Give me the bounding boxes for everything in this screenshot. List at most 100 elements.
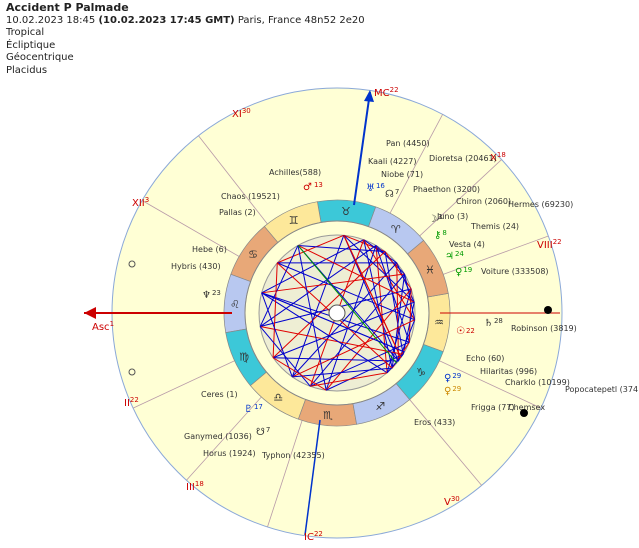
body-dioretsa: Dioretsa (20461)	[429, 154, 497, 163]
body-chiron: Chiron (2060)	[456, 197, 511, 206]
jupiter-glyph-icon: ♃24	[445, 250, 464, 262]
body-pallas: Pallas (2)	[219, 208, 256, 217]
aspect-line	[404, 273, 416, 320]
body-pan: Pan (4450)	[386, 139, 430, 148]
aspect-line	[292, 367, 393, 378]
chart-title: Accident P Palmade	[6, 1, 129, 14]
body-echo: Echo (60)	[466, 354, 504, 363]
zodiac-sign-glyph-icon: ♍	[239, 350, 249, 363]
asc-arrow-icon	[84, 307, 96, 319]
venus-glyph-icon: ♀19	[455, 266, 472, 278]
house-viii-label: VIII22	[537, 238, 562, 251]
zodiac-sign-glyph-icon: ♈	[391, 223, 401, 236]
zodiac-ring: ♒♓♈♉♊♋♌♍♎♏♐♑	[223, 199, 451, 427]
body-voiture: Voiture (333508)	[481, 267, 549, 276]
house-x-label: X18	[490, 151, 506, 164]
chiron-glyph-icon: ⚷8	[434, 229, 447, 241]
aspect-line	[363, 239, 393, 369]
house-cusp-line	[186, 396, 262, 481]
asc-label: Asc1	[92, 320, 114, 333]
aspect-line	[272, 301, 415, 359]
house-cusp-lines	[132, 114, 549, 528]
mars-glyph-icon: ♂13	[303, 181, 323, 193]
body-frigga: Frigga (77)	[471, 403, 515, 412]
mc-label: MC22	[374, 86, 399, 99]
house-cusp-line	[267, 420, 303, 528]
body-popocatepetl: Popocatepetl (374	[565, 385, 638, 394]
aspect-line	[261, 292, 293, 378]
coordinate-system: Écliptique	[6, 39, 56, 51]
aspect-line	[261, 292, 388, 374]
zodiac-sign-glyph-icon: ♉	[341, 205, 351, 218]
aspect-line	[297, 245, 415, 303]
body-horus: Horus (1924)	[203, 449, 256, 458]
chart-header: Accident P Palmade 10.02.2023 18:45 (10.…	[6, 1, 365, 77]
sun-glyph-icon: ☉22	[456, 326, 475, 337]
aspect-line	[297, 245, 327, 391]
aspect-line	[277, 234, 344, 264]
body-juno: Juno (3)	[436, 212, 468, 221]
aspect-line	[277, 262, 415, 321]
house-cusp-line	[443, 235, 549, 275]
aspect-line	[325, 245, 377, 391]
aspect-line	[384, 251, 404, 355]
centre-system: Géocentrique	[6, 52, 74, 63]
body-ganymed: Ganymed (1036)	[184, 432, 252, 441]
zodiac-sign-glyph-icon: ♌	[230, 298, 240, 311]
zodiac-sign-glyph-icon: ♑	[416, 366, 426, 379]
zodiac-sign-glyph-icon: ♓	[425, 264, 435, 277]
mercury-glyph-icon: ♀29	[444, 372, 461, 384]
moon-glyph-icon: ☽3	[428, 213, 442, 225]
aspect-line	[396, 262, 399, 362]
aspect-lines	[259, 234, 416, 391]
aspect-line	[386, 288, 412, 373]
aspect-line	[260, 326, 404, 355]
aspect-line	[309, 273, 405, 387]
body-hilaritas: Hilaritas (996)	[480, 367, 537, 376]
north-node-glyph-icon: ☊7	[385, 188, 399, 200]
mc-axis	[353, 91, 371, 206]
south-node-glyph-icon: ☋7	[256, 426, 270, 438]
mc-arrow-icon	[364, 90, 374, 102]
house-cusp-line	[132, 360, 235, 409]
house-cusp-line	[409, 399, 482, 486]
house-xi-label: XI30	[232, 107, 251, 120]
house-cusp-line	[198, 135, 268, 225]
house-cusp-line	[141, 200, 240, 257]
ic-axis	[304, 419, 321, 536]
house-iii-label: III18	[186, 480, 204, 493]
aspect-line	[259, 326, 311, 387]
cusp-marker-icon	[520, 409, 528, 417]
aspect-line	[272, 262, 278, 358]
aspect-line	[259, 245, 377, 327]
inner-sign-border	[244, 220, 430, 406]
aspect-line	[343, 235, 402, 358]
aspect-line	[273, 357, 399, 362]
neptune-glyph-icon: ♆23	[202, 289, 221, 301]
dsc-marker-icon	[544, 306, 552, 314]
body-hebe: Hebe (6)	[192, 245, 227, 254]
aspect-line	[291, 235, 345, 378]
aspect-line	[291, 262, 398, 378]
aspect-line	[292, 319, 415, 378]
body-hybris: Hybris (430)	[171, 262, 221, 271]
pluto-glyph-icon: ♇17	[244, 403, 263, 415]
house-xii-label: XII3	[132, 196, 149, 209]
body-themis: Themis (24)	[470, 222, 519, 231]
aspect-line	[272, 251, 386, 359]
body-hermes: Hermes (69230)	[508, 200, 573, 209]
aspect-line	[261, 273, 405, 294]
house-cusp-line	[419, 159, 502, 237]
zodiac-sign-glyph-icon: ♏	[323, 409, 333, 422]
house-cusp-line	[439, 360, 542, 409]
body-vesta: Vesta (4)	[449, 240, 485, 249]
body-ceres: Ceres (1)	[201, 390, 238, 399]
body-chaos: Chaos (19521)	[221, 192, 280, 201]
chart-datetime-line: 10.02.2023 18:45 (10.02.2023 17:45 GMT) …	[6, 15, 365, 28]
house-system: Placidus	[6, 64, 48, 76]
house-ii-label: II22	[124, 396, 139, 409]
body-kaali: Kaali (4227)	[368, 157, 417, 166]
uranus-glyph-icon: ♅16	[366, 182, 385, 194]
local-datetime: 10.02.2023 18:45	[6, 14, 96, 26]
